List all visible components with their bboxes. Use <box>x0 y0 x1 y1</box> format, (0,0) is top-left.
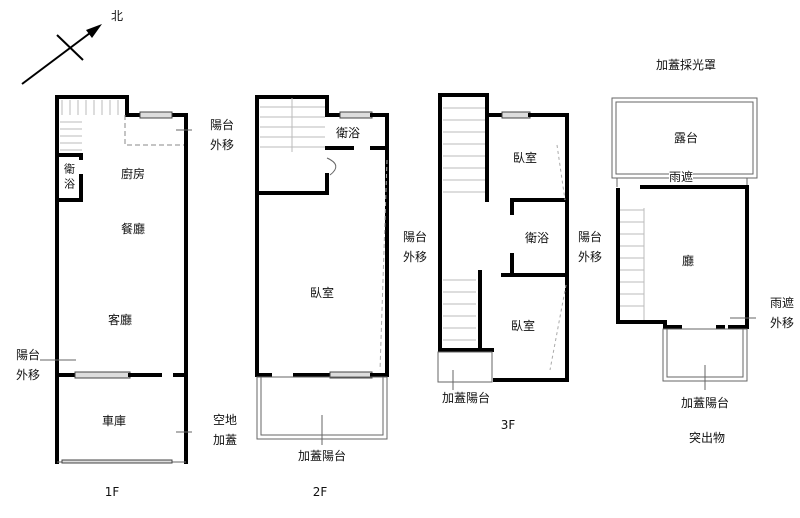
room-garage-label: 車庫 <box>101 414 127 428</box>
room-bedroom-2f-label: 臥室 <box>309 286 335 300</box>
note-balcony-moved-1f-left: 陽台外移 <box>15 348 40 382</box>
room-bath-2f-label: 衛浴 <box>335 126 361 140</box>
room-kitchen-label: 廚房 <box>120 167 146 181</box>
note-balcony-moved-3f: 陽台外移 <box>577 230 602 264</box>
floor-1f-plan <box>40 95 192 464</box>
room-dining-label: 餐廳 <box>120 222 146 236</box>
note-open-space-addition: 空地加蓋 <box>212 413 237 447</box>
room-bedroom-3f-bottom-label: 臥室 <box>510 319 536 333</box>
note-awning-moved: 雨遮外移 <box>769 296 794 330</box>
room-living-label: 客廳 <box>107 313 133 327</box>
floor-1f-label: 1F <box>104 485 120 499</box>
room-bedroom-3f-top-label: 臥室 <box>512 151 538 165</box>
note-awning: 雨遮 <box>668 170 694 184</box>
room-bath-1f-label: 衛浴 <box>62 163 76 193</box>
floor-2f-plan <box>255 95 389 445</box>
note-added-balcony-2f: 加蓋陽台 <box>297 449 347 463</box>
floor-2f-label: 2F <box>312 485 328 499</box>
note-added-balcony-3f: 加蓋陽台 <box>441 391 491 405</box>
note-added-balcony-roof: 加蓋陽台 <box>680 396 730 410</box>
floor-3f-label: 3F <box>500 418 516 432</box>
compass-icon <box>21 24 102 85</box>
note-balcony-moved-2f: 陽台外移 <box>402 230 427 264</box>
room-bath-3f-label: 衛浴 <box>524 231 550 245</box>
room-terrace-label: 露台 <box>673 131 699 145</box>
room-hall-label: 廳 <box>681 254 695 268</box>
note-added-skylight: 加蓋採光罩 <box>655 58 717 72</box>
floor-3f-plan <box>437 93 569 390</box>
floor-roof-label: 突出物 <box>688 431 726 445</box>
compass-north-label: 北 <box>110 9 124 23</box>
note-balcony-moved-1f-right: 陽台外移 <box>209 118 234 152</box>
